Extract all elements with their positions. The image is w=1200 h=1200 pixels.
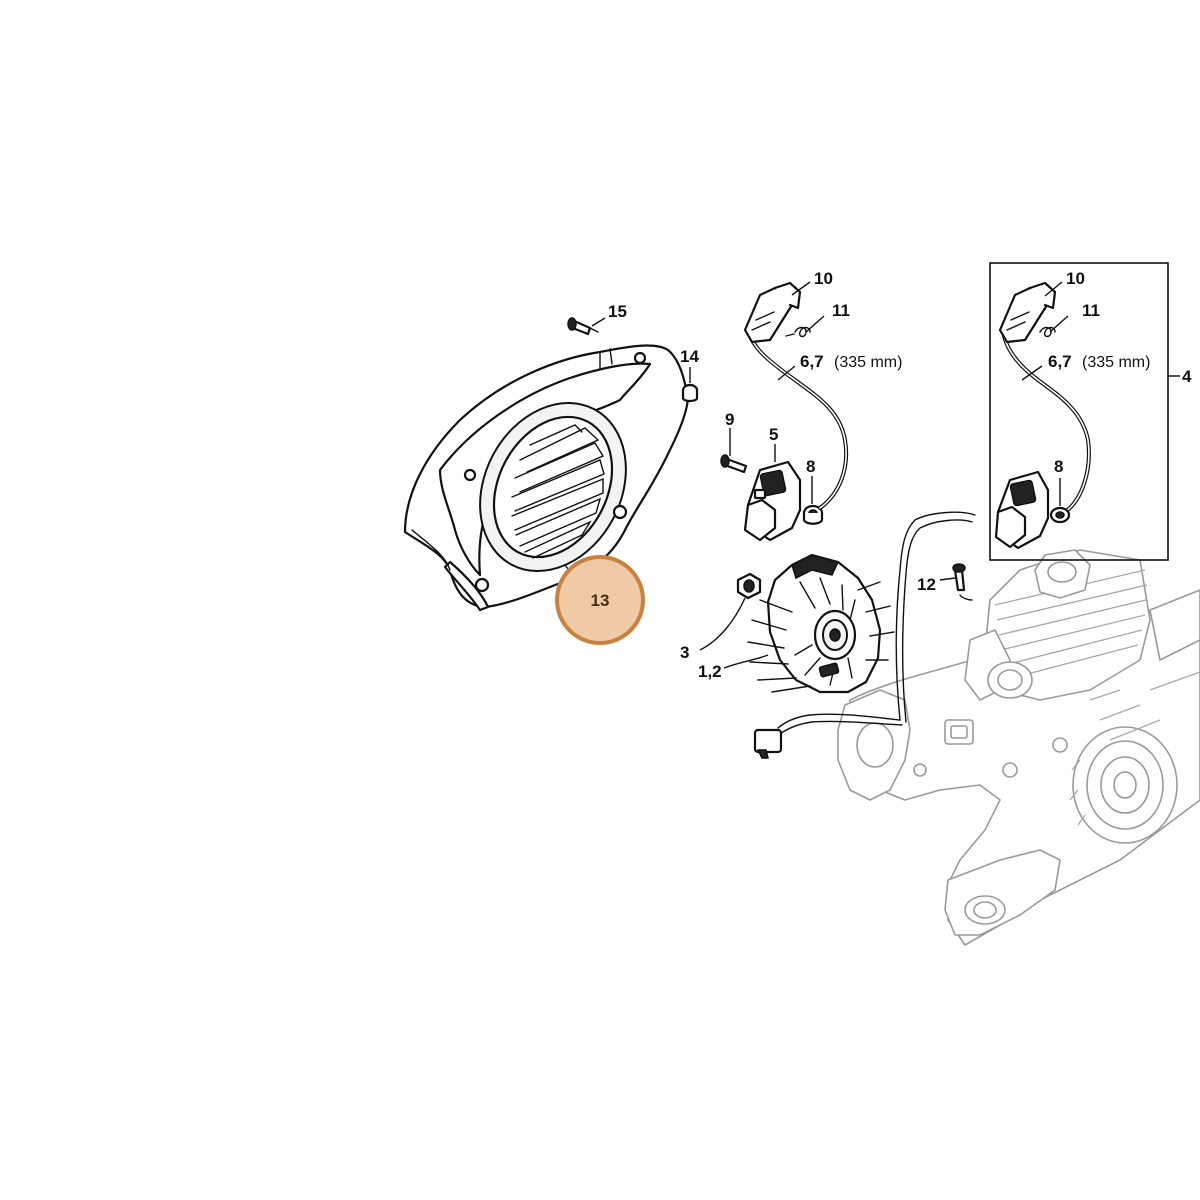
nut-3 [736, 572, 762, 600]
spring-11 [785, 326, 811, 338]
callout-8: 8 [806, 457, 815, 476]
spark-plug-boot-10 [743, 281, 802, 344]
ignition-module-5 [743, 460, 802, 542]
fan-housing-grille [511, 424, 605, 559]
box-ignition-lead [998, 281, 1091, 514]
box-callout-10: 10 [1066, 269, 1085, 288]
engine-cylinder-ghost [964, 549, 1200, 701]
callout-6-7-note: (335 mm) [834, 354, 902, 371]
box-callout-4: 4 [1182, 367, 1192, 386]
callout-9: 9 [725, 410, 734, 429]
box-ignition-module [994, 470, 1050, 550]
callout-12: 12 [917, 575, 936, 594]
callout-6-7: 6,7 [800, 352, 824, 371]
box-spark-plug-boot [998, 281, 1057, 344]
flywheel-blades [747, 577, 895, 693]
box-grommet [1049, 506, 1071, 524]
callout-15: 15 [608, 302, 627, 321]
callout-1-2: 1,2 [698, 662, 722, 681]
callout-labels: 15 14 13 10 11 6,7 (335 mm) 9 5 8 3 1,2 … [591, 269, 1192, 681]
callout-5: 5 [769, 425, 778, 444]
short-circuit-contact [753, 728, 783, 754]
flywheel [747, 553, 895, 694]
box-callout-8: 8 [1054, 457, 1063, 476]
highlight-circle-13[interactable] [555, 555, 645, 645]
box-callout-6-7-note: (335 mm) [1082, 354, 1150, 371]
box-callout-6-7: 6,7 [1048, 352, 1072, 371]
callout-11: 11 [832, 301, 850, 320]
grommet-8 [802, 504, 824, 525]
callout-10: 10 [814, 269, 833, 288]
box-spring [1039, 326, 1056, 338]
sleeve-14 [681, 383, 699, 403]
callout-14: 14 [680, 347, 699, 366]
ground-wire [753, 511, 976, 759]
callout-3: 3 [680, 643, 689, 662]
fan-housing [403, 344, 690, 612]
screw-12 [952, 563, 973, 601]
engine-crankcase-ghost [837, 599, 1200, 946]
callout-13[interactable]: 13 [591, 591, 610, 610]
box-callout-11: 11 [1082, 301, 1100, 320]
screw-15 [567, 317, 599, 336]
screw-9 [720, 454, 748, 474]
ignition-lead [743, 281, 849, 510]
assembly-box [989, 262, 1169, 561]
